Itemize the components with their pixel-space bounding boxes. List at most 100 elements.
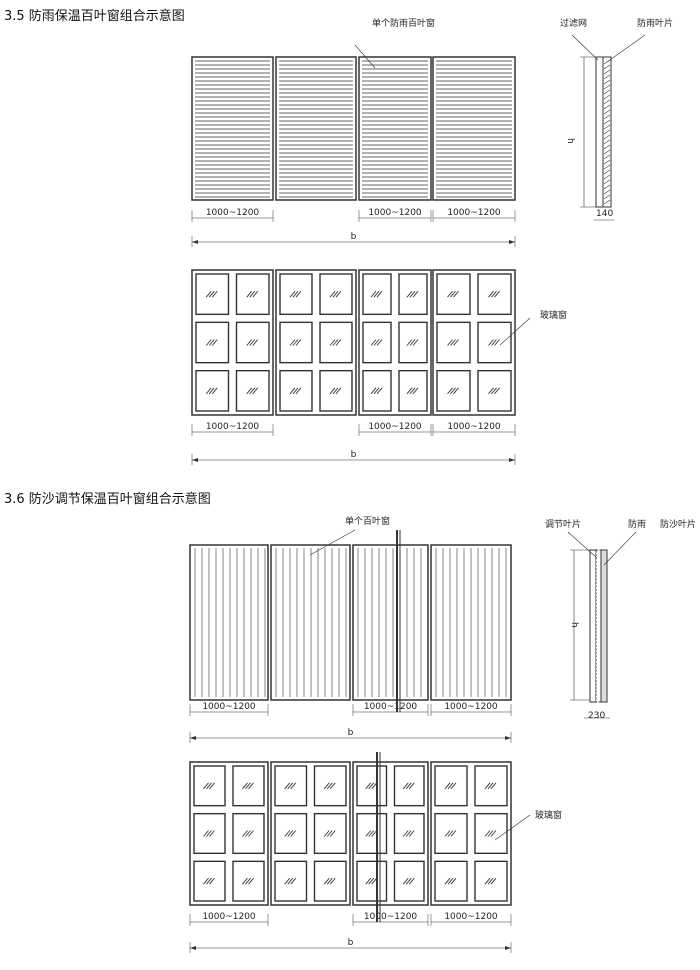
blade-hatch xyxy=(603,134,611,140)
glass-hatch xyxy=(368,877,375,885)
blade-hatch xyxy=(603,94,611,100)
glass-hatch xyxy=(371,782,378,790)
glass-hatch xyxy=(329,830,336,837)
leader-line xyxy=(494,814,531,841)
blade-hatch xyxy=(603,89,611,95)
blade-hatch xyxy=(603,184,611,190)
glass-hatch xyxy=(365,782,372,790)
glass-hatch xyxy=(290,782,297,790)
glass-hatch xyxy=(370,387,377,395)
rain-label: 防雨 xyxy=(628,518,646,530)
blade-hatch xyxy=(603,74,611,80)
glass-hatch xyxy=(203,782,209,790)
glass-hatch xyxy=(292,290,299,298)
blade-hatch xyxy=(603,124,611,130)
panel-width-dimension: 1000~1200 xyxy=(444,702,498,712)
glass-hatch xyxy=(208,339,215,346)
glass-hatch xyxy=(376,290,383,298)
glass-hatch xyxy=(249,290,256,298)
glass-hatch xyxy=(409,387,416,395)
glass-hatch xyxy=(206,830,212,837)
glass-hatch xyxy=(450,830,457,837)
blade-hatch xyxy=(603,149,611,155)
glass-hatch xyxy=(491,339,497,346)
glass-hatch xyxy=(287,782,294,790)
glass-hatch xyxy=(295,290,302,298)
blade-hatch xyxy=(603,119,611,125)
depth-label-1: 140 xyxy=(596,209,613,219)
panel-width-dimension: 1000~1200 xyxy=(447,422,501,432)
glass-hatch xyxy=(488,339,494,346)
glass-hatch xyxy=(371,830,378,837)
glass-hatch xyxy=(205,290,212,298)
glass-hatch xyxy=(292,387,299,395)
glass-hatch xyxy=(245,830,251,837)
leader-line xyxy=(567,531,598,559)
glass-hatch xyxy=(373,387,380,395)
glass-hatch xyxy=(409,339,416,346)
blade-hatch xyxy=(603,144,611,150)
total-width-dimension: b xyxy=(348,938,354,948)
adjust-blade-section xyxy=(595,549,602,703)
glass-window-label-1: 玻璃窗 xyxy=(540,309,567,321)
frame-section xyxy=(589,549,597,703)
glass-hatch xyxy=(329,877,336,885)
section-3-6-title: 3.6 防沙调节保温百叶窗组合示意图 xyxy=(4,491,211,507)
glass-hatch xyxy=(290,830,297,837)
glass-hatch xyxy=(248,830,254,837)
blade-hatch xyxy=(603,84,611,90)
total-width-dimension: b xyxy=(351,232,357,242)
glass-hatch xyxy=(450,387,456,395)
panel-width-dimension: 1000~1200 xyxy=(444,912,498,922)
glass-hatch xyxy=(252,290,259,298)
glass-hatch xyxy=(490,782,497,790)
glass-hatch xyxy=(409,290,416,298)
total-width-dimension: b xyxy=(351,450,357,460)
leader-line xyxy=(309,529,356,556)
glass-hatch xyxy=(335,290,342,298)
glass-hatch xyxy=(487,782,494,790)
blade-hatch xyxy=(603,139,611,145)
glass-hatch xyxy=(203,830,209,837)
glass-hatch xyxy=(248,877,254,885)
glass-hatch xyxy=(447,339,453,346)
glass-hatch xyxy=(405,830,412,837)
glass-hatch xyxy=(335,339,342,346)
glass-hatch xyxy=(494,290,500,298)
glass-hatch xyxy=(323,877,330,885)
panel-width-dimension: 1000~1200 xyxy=(206,422,260,432)
glass-hatch xyxy=(373,339,380,346)
glass-hatch xyxy=(491,387,497,395)
glass-hatch xyxy=(326,782,333,790)
glass-hatch xyxy=(365,877,372,885)
glass-hatch xyxy=(329,782,336,790)
glass-hatch xyxy=(444,830,451,837)
glass-hatch xyxy=(447,387,453,395)
glass-hatch xyxy=(494,339,500,346)
depth-label-2: 230 xyxy=(588,711,605,721)
single-louver-label-2: 单个百叶窗 xyxy=(345,515,390,527)
glass-hatch xyxy=(287,877,294,885)
glass-hatch xyxy=(332,290,339,298)
louver-panel xyxy=(189,544,269,701)
glass-hatch xyxy=(376,339,383,346)
glass-hatch xyxy=(295,339,302,346)
glass-hatch xyxy=(209,830,215,837)
louver-panel xyxy=(275,56,357,201)
glass-hatch xyxy=(292,339,299,346)
glass-hatch xyxy=(405,782,412,790)
glass-hatch xyxy=(287,830,294,837)
blade-hatch xyxy=(603,99,611,105)
glass-hatch xyxy=(242,830,248,837)
panel-width-dimension: 1000~1200 xyxy=(202,912,256,922)
glass-hatch xyxy=(211,387,218,395)
louver-panel xyxy=(191,56,274,201)
glass-hatch xyxy=(412,339,419,346)
glass-pane xyxy=(313,765,347,807)
panel-width-dimension: 1000~1200 xyxy=(202,702,256,712)
panel-width-dimension: 1000~1200 xyxy=(368,422,422,432)
blade-hatch xyxy=(603,114,611,120)
glass-hatch xyxy=(447,877,454,885)
filter-mesh-section xyxy=(595,56,604,208)
glass-hatch xyxy=(494,387,500,395)
